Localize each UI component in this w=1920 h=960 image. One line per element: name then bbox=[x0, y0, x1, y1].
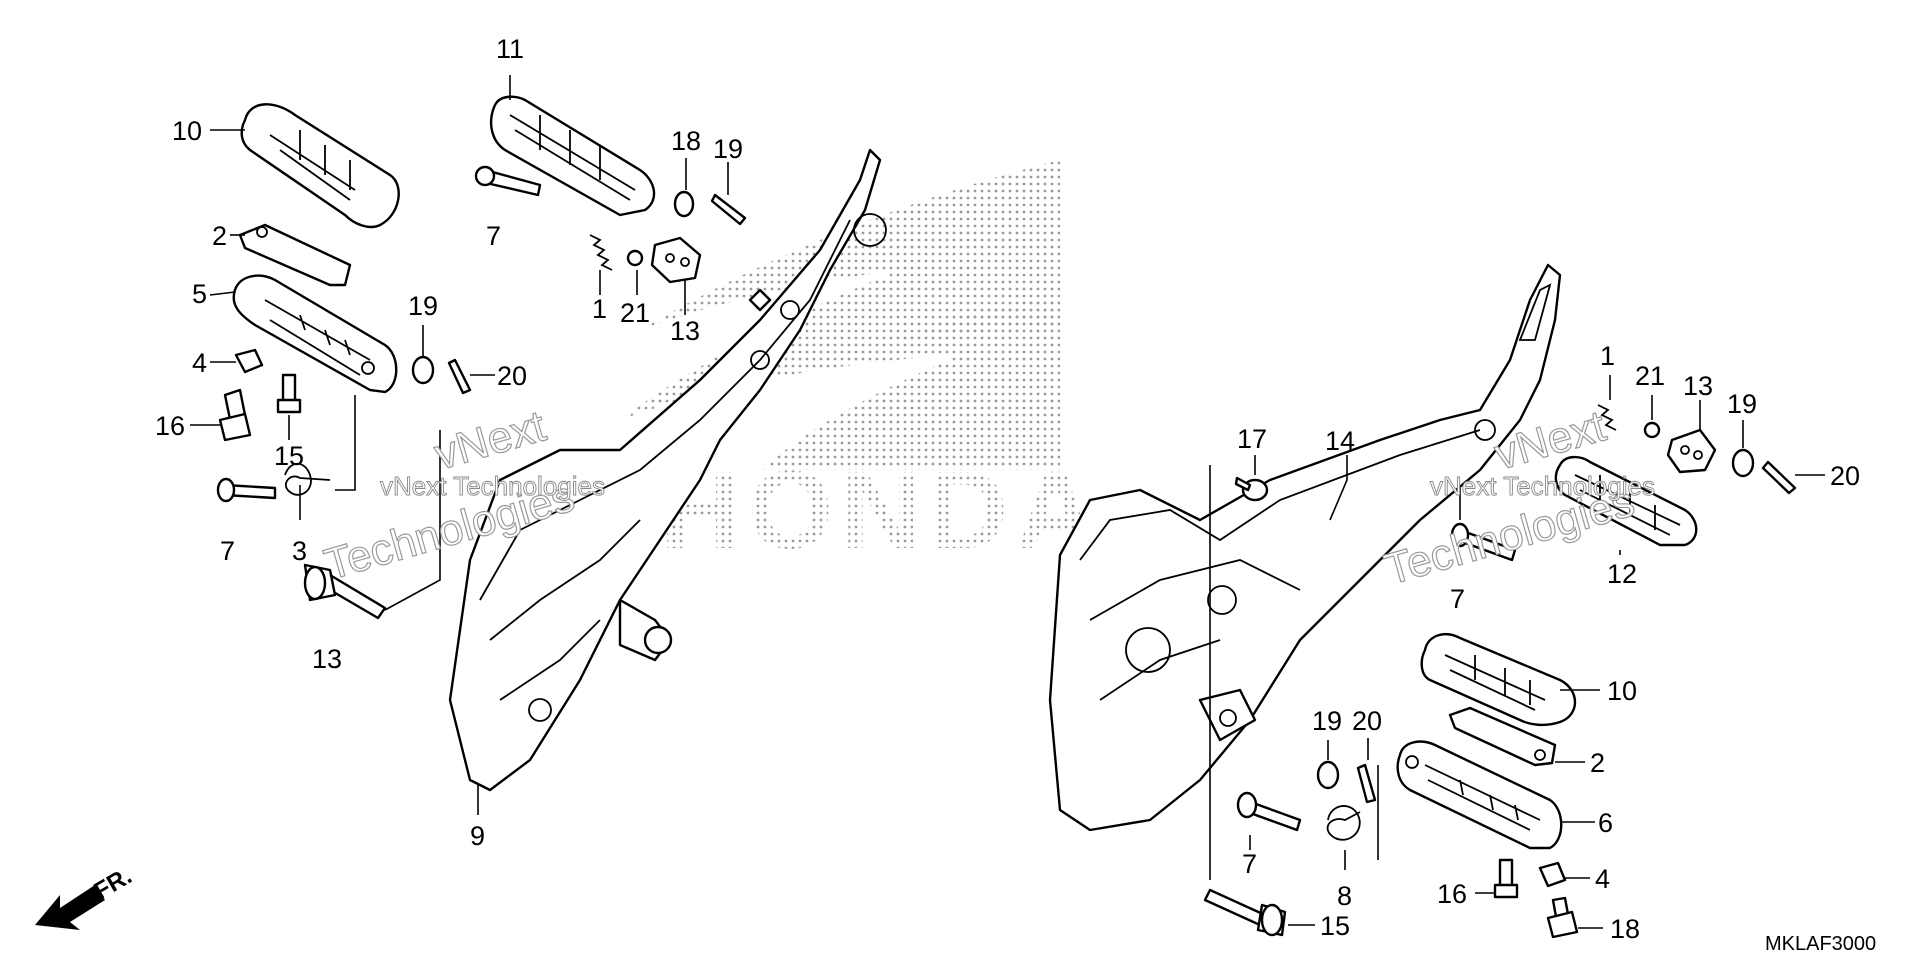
front-arrow-icon bbox=[35, 885, 105, 930]
callout-left-19a: 18 bbox=[671, 126, 701, 156]
callout-right-4: 4 bbox=[1595, 864, 1610, 894]
left-footpeg bbox=[232, 274, 398, 394]
callout-left-21: 21 bbox=[620, 298, 650, 328]
callout-left-13: 13 bbox=[670, 316, 700, 346]
callout-right-15: 15 bbox=[1320, 911, 1350, 941]
front-direction-indicator: FR. bbox=[35, 862, 136, 930]
right-cotter-pin-lower bbox=[1356, 763, 1377, 804]
left-collar bbox=[234, 348, 264, 374]
right-step-assembly bbox=[1048, 263, 1825, 939]
callout-right-16: 16 bbox=[1437, 879, 1467, 909]
callout-left-4: 4 bbox=[192, 348, 207, 378]
brand-wing-logo: HONDA bbox=[620, 160, 1103, 572]
callout-right-6: 6 bbox=[1598, 808, 1613, 838]
callout-left-10: 10 bbox=[172, 116, 202, 146]
callout-left-3: 3 bbox=[292, 536, 307, 566]
right-step-bracket bbox=[1048, 263, 1562, 832]
left-footpeg-plate bbox=[238, 223, 352, 287]
callout-labels: 10 2 5 4 16 15 7 3 13 11 7 18 19 1 21 13… bbox=[155, 34, 1860, 944]
callout-right-19a: 19 bbox=[1727, 389, 1757, 419]
left-step-bracket bbox=[448, 148, 882, 792]
callout-left-11: 11 bbox=[496, 34, 524, 64]
right-collar bbox=[1538, 861, 1567, 888]
callout-left-20a: 19 bbox=[713, 134, 743, 164]
left-return-spring bbox=[284, 462, 331, 496]
callout-left-16: 15 bbox=[274, 441, 304, 471]
callout-right-18: 18 bbox=[1610, 914, 1640, 944]
right-footpeg bbox=[1396, 740, 1563, 850]
callout-right-19b: 19 bbox=[1312, 706, 1342, 736]
right-footpeg-plate bbox=[1448, 706, 1557, 767]
callout-right-1: 1 bbox=[1600, 341, 1615, 371]
left-washer-upper bbox=[673, 190, 695, 218]
left-footpeg-rubber bbox=[240, 103, 400, 229]
callout-left-7b: 7 bbox=[220, 536, 235, 566]
callout-left-18: 16 bbox=[155, 411, 185, 441]
right-bolt-15 bbox=[1203, 888, 1267, 927]
drawing-code: MKLAF3000 bbox=[1765, 933, 1876, 955]
right-cotter-pin-upper bbox=[1761, 460, 1797, 495]
left-cotter-pin-upper bbox=[710, 193, 747, 226]
callout-left-15: 13 bbox=[312, 644, 342, 674]
callout-right-8: 8 bbox=[1337, 881, 1352, 911]
callout-right-17: 17 bbox=[1237, 424, 1267, 454]
callout-left-9: 9 bbox=[470, 821, 485, 851]
left-stopper-holder-upper bbox=[650, 236, 702, 284]
callout-right-21: 21 bbox=[1635, 361, 1665, 391]
right-washer-lower bbox=[1316, 760, 1340, 790]
callout-right-2: 2 bbox=[1590, 748, 1605, 778]
callout-right-20a: 20 bbox=[1830, 461, 1860, 491]
callout-right-10: 10 bbox=[1607, 676, 1637, 706]
right-stopper-holder-upper bbox=[1666, 428, 1717, 474]
callout-left-5: 5 bbox=[192, 279, 207, 309]
callout-left-19b: 19 bbox=[408, 291, 438, 321]
left-washer-lower bbox=[411, 355, 435, 385]
right-return-spring bbox=[1326, 805, 1361, 841]
watermark-left-line: vNext Technologies bbox=[380, 471, 605, 501]
callout-right-7a: 7 bbox=[1450, 584, 1465, 614]
right-washer-upper bbox=[1731, 448, 1755, 478]
right-detent-ball bbox=[1643, 421, 1661, 439]
left-cotter-pin-lower bbox=[447, 358, 472, 395]
callout-right-13: 13 bbox=[1683, 371, 1713, 401]
left-step-assembly bbox=[190, 75, 887, 815]
callout-right-12: 12 bbox=[1607, 559, 1637, 589]
callout-right-14: 14 bbox=[1325, 426, 1355, 456]
callout-left-20b: 20 bbox=[497, 361, 527, 391]
left-footpeg-upper bbox=[489, 95, 656, 217]
right-footpeg-upper bbox=[1554, 455, 1698, 547]
callout-left-2: 2 bbox=[212, 221, 227, 251]
brand-mark-text: HONDA bbox=[660, 449, 1103, 572]
callout-left-7a: 7 bbox=[486, 221, 501, 251]
right-spring-upper bbox=[1597, 404, 1617, 431]
watermark-right-line: vNext Technologies bbox=[1430, 471, 1655, 501]
left-detent-ball bbox=[626, 249, 644, 267]
callout-right-7b: 7 bbox=[1242, 849, 1257, 879]
left-spring-upper bbox=[589, 234, 613, 271]
callout-right-20b: 20 bbox=[1352, 706, 1382, 736]
callout-left-1: 1 bbox=[592, 294, 607, 324]
